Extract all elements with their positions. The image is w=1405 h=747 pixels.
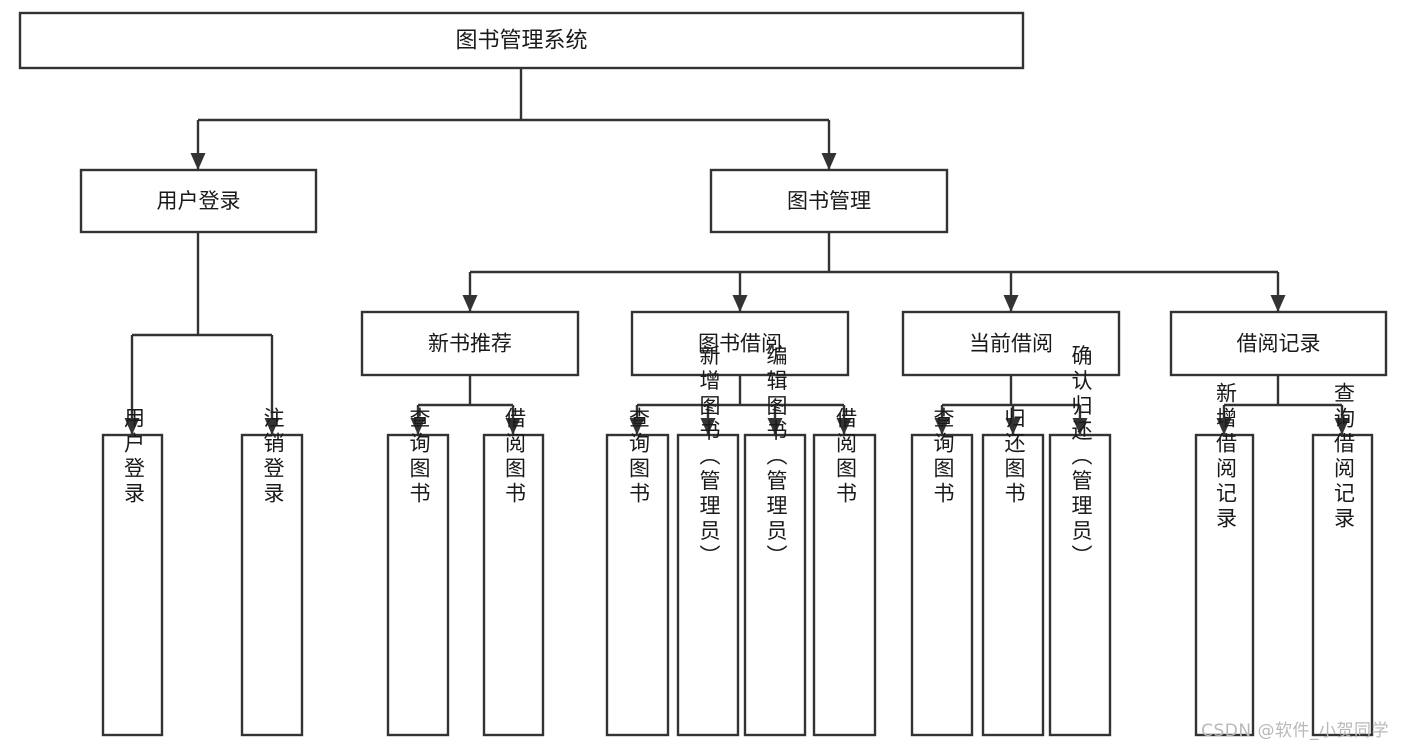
node-leaf-add-book-admin[interactable]: 新增图书（管理员） (676, 345, 740, 737)
node-leaf-query-borrow-record-label: 查询借阅记录 (1332, 382, 1356, 532)
node-root-system[interactable]: 图书管理系统 (18, 11, 1025, 70)
node-book-management-box (709, 168, 949, 234)
node-borrow-record-label: 借阅记录 (1237, 332, 1321, 356)
node-leaf-query-borrow-record-box (1311, 433, 1374, 737)
node-leaf-user-login-box (101, 433, 164, 737)
arrow-head-icon (1003, 295, 1019, 312)
node-book-management[interactable]: 图书管理 (709, 168, 949, 234)
node-leaf-logout-login-box (240, 433, 304, 737)
arrow-head-icon (1072, 418, 1088, 435)
arrow-head-icon (1216, 418, 1232, 435)
node-leaf-query-book-current-label: 查询图书 (931, 407, 955, 507)
node-leaf-query-book-borrow-label: 查询图书 (627, 407, 651, 507)
arrow-head-icon (934, 418, 950, 435)
node-leaf-query-book-current-box (910, 433, 974, 737)
node-user-login[interactable]: 用户登录 (79, 168, 318, 234)
arrow-head-icon (462, 295, 478, 312)
arrow-head-icon (264, 418, 280, 435)
node-current-borrow-box (901, 310, 1121, 377)
arrow-head-icon (1005, 418, 1021, 435)
arrow-head-icon (124, 418, 140, 435)
node-new-book-recommend-box (360, 310, 580, 377)
node-leaf-return-book-label: 归还图书 (1002, 407, 1026, 507)
arrow-head-icon (700, 418, 716, 435)
node-user-login-label: 用户登录 (157, 189, 241, 213)
node-leaf-add-borrow-record-label: 新增借阅记录 (1214, 382, 1238, 532)
node-leaf-borrow-book[interactable]: 借阅图书 (812, 407, 877, 737)
arrow-head-icon (505, 418, 521, 435)
node-leaf-user-login-label: 用户登录 (122, 407, 146, 507)
node-root-system-box (18, 11, 1025, 70)
node-leaf-query-book-borrow[interactable]: 查询图书 (605, 407, 670, 737)
node-leaf-add-book-admin-label: 新增图书（管理员） (697, 345, 721, 570)
node-leaf-logout-login[interactable]: 注销登录 (240, 407, 304, 737)
arrow-head-icon (410, 418, 426, 435)
node-leaf-borrow-book-box (812, 433, 877, 737)
node-leaf-edit-book-admin-label: 编辑图书（管理员） (764, 345, 788, 570)
arrow-head-icon (767, 418, 783, 435)
node-leaf-borrow-book-recommend-label: 借阅图书 (503, 407, 527, 507)
arrow-head-icon (732, 295, 748, 312)
node-leaf-return-book[interactable]: 归还图书 (981, 407, 1045, 737)
arrow-head-icon (190, 153, 206, 170)
node-leaf-query-borrow-record[interactable]: 查询借阅记录 (1311, 382, 1374, 737)
node-leaf-query-book-recommend[interactable]: 查询图书 (386, 407, 450, 737)
connectors-layer (124, 68, 1350, 435)
node-new-book-recommend-label: 新书推荐 (428, 332, 512, 356)
node-leaf-edit-book-admin[interactable]: 编辑图书（管理员） (743, 345, 807, 737)
boxes-layer: 图书管理系统用户登录图书管理新书推荐图书借阅当前借阅借阅记录用户登录注销登录查询… (18, 11, 1388, 737)
node-leaf-return-book-box (981, 433, 1045, 737)
node-book-borrow-label: 图书借阅 (698, 332, 782, 356)
node-leaf-confirm-return-admin-box (1048, 433, 1112, 737)
node-book-management-label: 图书管理 (787, 189, 871, 213)
node-borrow-record-box (1169, 310, 1388, 377)
arrow-head-icon (1334, 418, 1350, 435)
arrow-head-icon (1270, 295, 1286, 312)
node-leaf-add-borrow-record[interactable]: 新增借阅记录 (1194, 382, 1255, 737)
node-leaf-borrow-book-recommend-box (482, 433, 545, 737)
node-leaf-confirm-return-admin[interactable]: 确认归还（管理员） (1048, 345, 1112, 737)
arrow-head-icon (836, 418, 852, 435)
node-current-borrow[interactable]: 当前借阅 (901, 310, 1121, 377)
node-leaf-user-login[interactable]: 用户登录 (101, 407, 164, 737)
node-leaf-query-book-recommend-label: 查询图书 (407, 407, 431, 507)
node-leaf-query-book-recommend-box (386, 433, 450, 737)
node-current-borrow-label: 当前借阅 (969, 332, 1053, 356)
arrow-head-icon (821, 153, 837, 170)
node-user-login-box (79, 168, 318, 234)
node-root-system-label: 图书管理系统 (455, 29, 587, 54)
node-leaf-confirm-return-admin-label: 确认归还（管理员） (1069, 345, 1093, 570)
node-leaf-query-book-borrow-box (605, 433, 670, 737)
node-borrow-record[interactable]: 借阅记录 (1169, 310, 1388, 377)
node-leaf-logout-login-label: 注销登录 (261, 407, 285, 507)
node-new-book-recommend[interactable]: 新书推荐 (360, 310, 580, 377)
node-leaf-add-book-admin-box (676, 433, 740, 737)
arrow-head-icon (629, 418, 645, 435)
node-leaf-query-book-current[interactable]: 查询图书 (910, 407, 974, 737)
node-leaf-borrow-book-label: 借阅图书 (834, 407, 858, 507)
node-book-borrow-box (630, 310, 850, 377)
node-book-borrow[interactable]: 图书借阅 (630, 310, 850, 377)
node-leaf-borrow-book-recommend[interactable]: 借阅图书 (482, 407, 545, 737)
node-leaf-add-borrow-record-box (1194, 433, 1255, 737)
node-leaf-edit-book-admin-box (743, 433, 807, 737)
